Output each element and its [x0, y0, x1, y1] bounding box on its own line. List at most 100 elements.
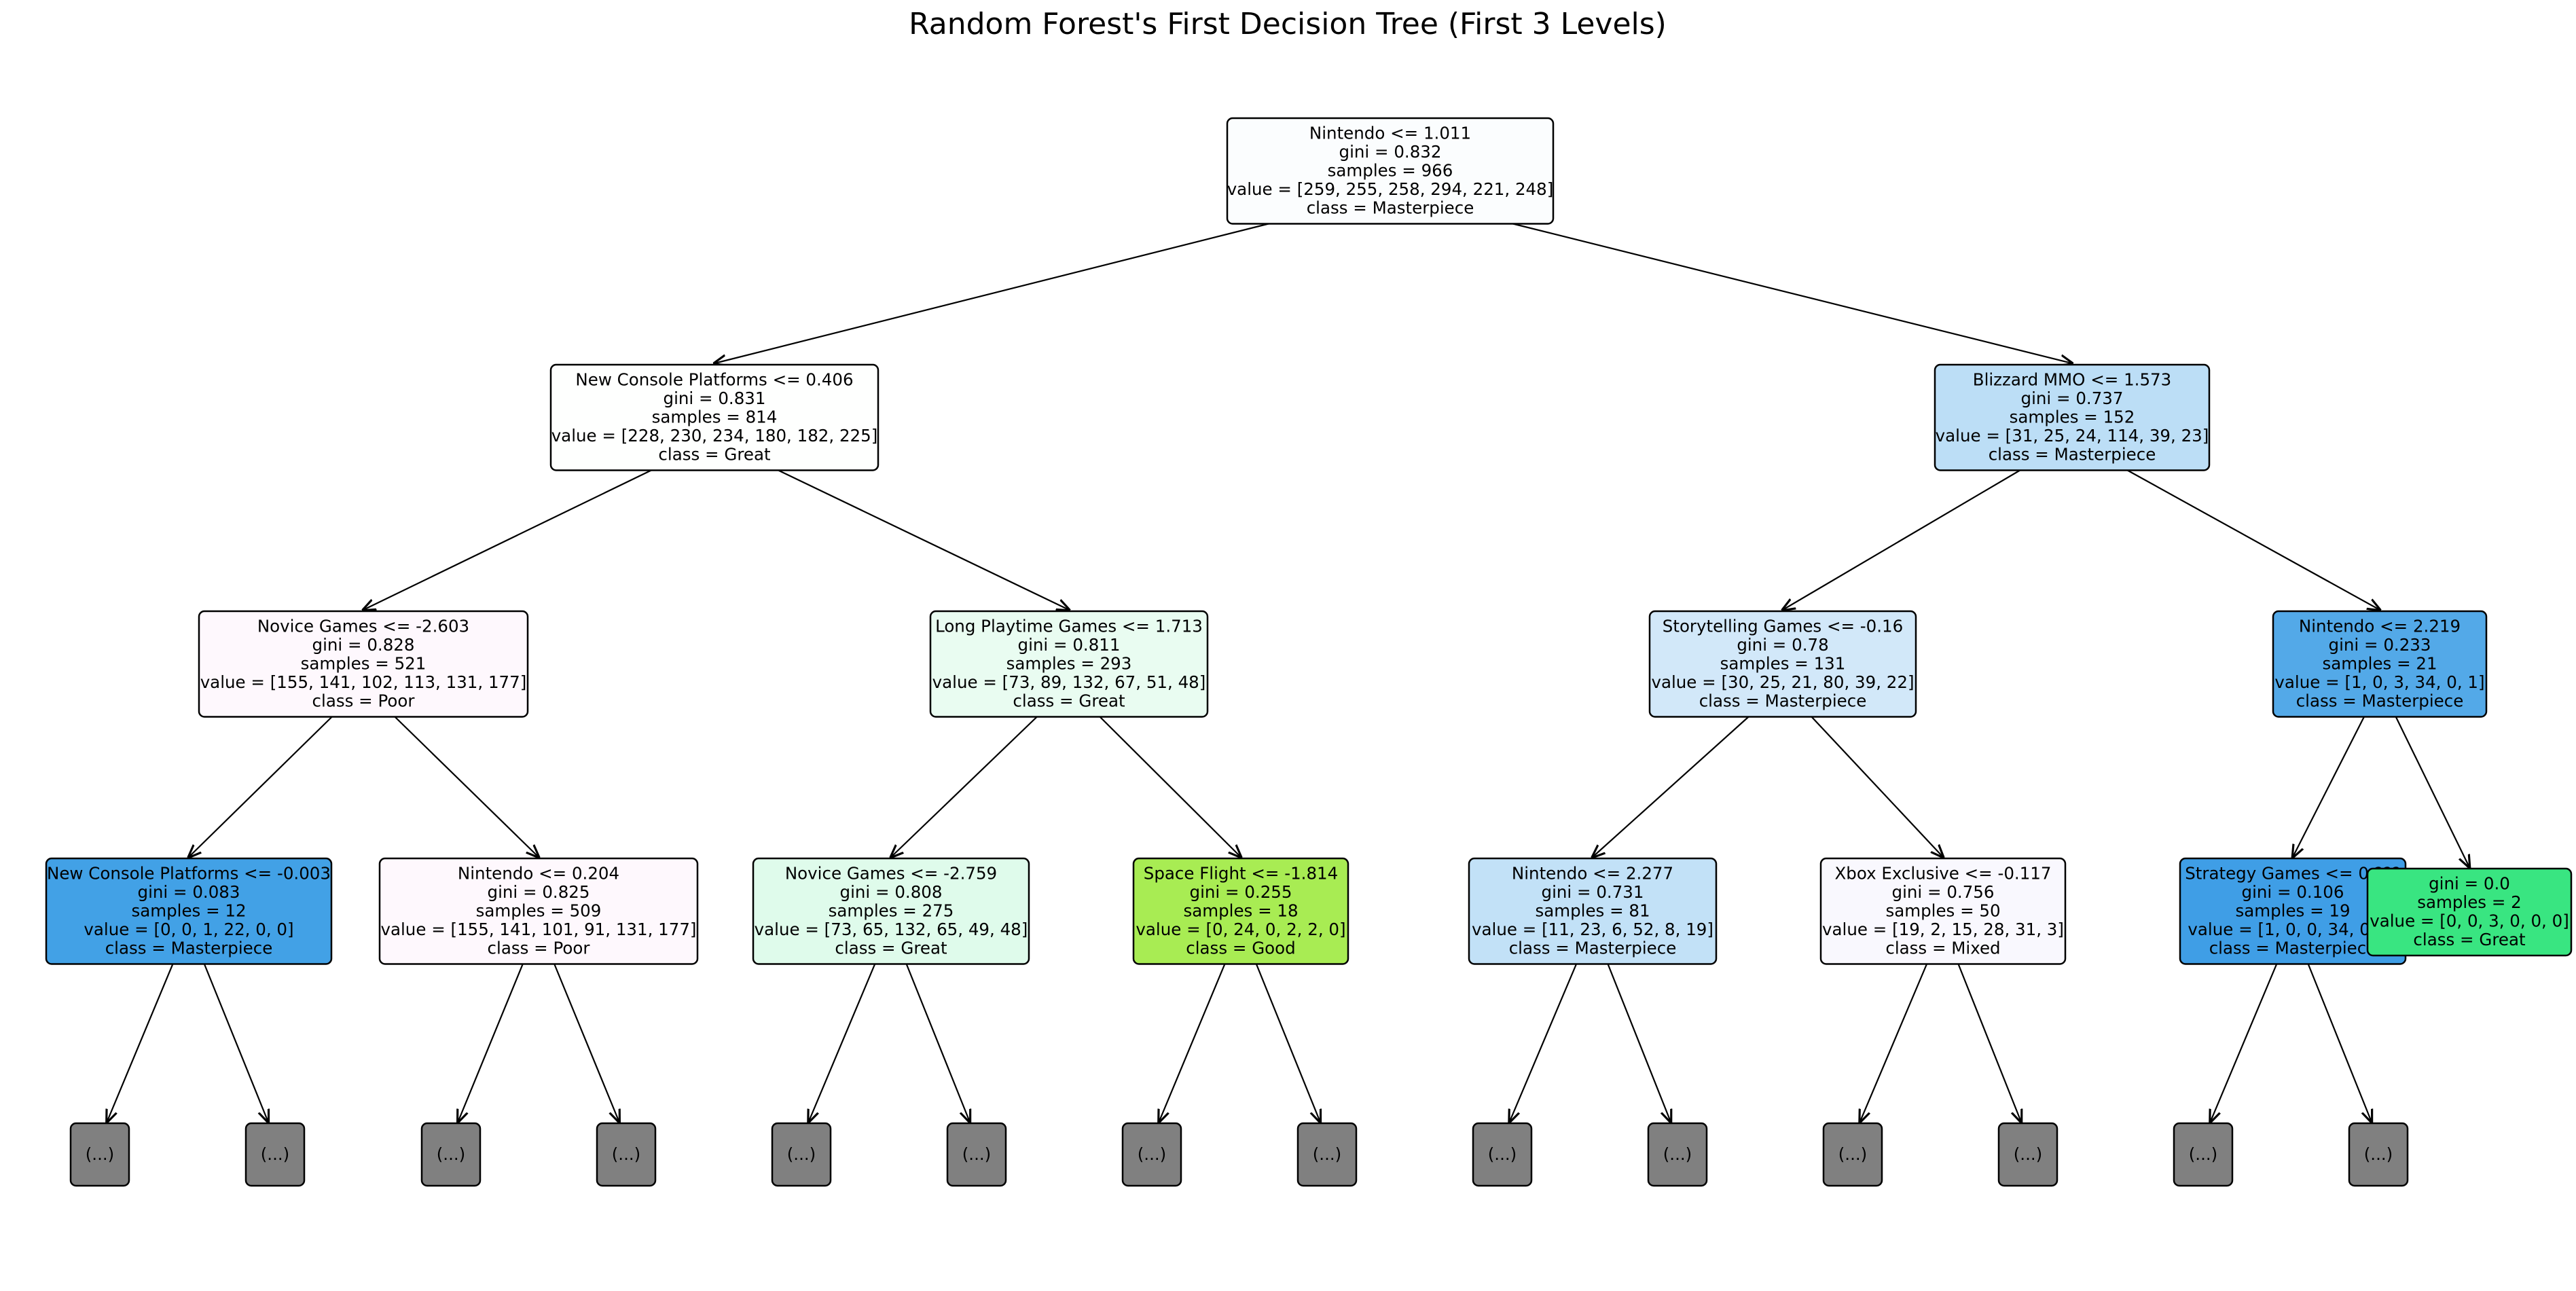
tree-edge — [2127, 469, 2380, 611]
tree-edges — [107, 223, 2469, 1123]
node-box — [929, 610, 1209, 718]
node-line: value = [0, 24, 0, 2, 2, 0] — [1136, 920, 1345, 939]
node-line: class = Great — [658, 445, 771, 465]
node-box — [1226, 117, 1555, 225]
elided-subtree-node: (...) — [1121, 1122, 1182, 1187]
node-line: gini = 0.731 — [1542, 882, 1644, 902]
elided-label: (...) — [1138, 1144, 1166, 1164]
elided-box — [1647, 1122, 1708, 1187]
elided-label: (...) — [1663, 1144, 1692, 1164]
node-line: gini = 0.083 — [138, 882, 240, 902]
node-line: class = Poor — [488, 939, 591, 958]
elided-box — [771, 1122, 832, 1187]
node-line: Nintendo <= 0.204 — [458, 864, 619, 884]
node-line: gini = 0.832 — [1339, 142, 1442, 162]
elided-box — [1997, 1122, 2058, 1187]
elided-label: (...) — [787, 1144, 816, 1164]
node-line: value = [259, 255, 258, 294, 221, 248] — [1227, 179, 1554, 199]
tree-edge — [1593, 716, 1749, 858]
node-line: samples = 152 — [2010, 407, 2135, 427]
elided-subtree-node: (...) — [1472, 1122, 1533, 1187]
tree-edge — [809, 964, 876, 1123]
tree-edge — [1607, 964, 1671, 1123]
elided-box — [1822, 1122, 1883, 1187]
node-line: Long Playtime Games <= 1.713 — [935, 617, 1203, 636]
elided-label: (...) — [86, 1144, 114, 1164]
tree-edge — [905, 964, 970, 1123]
node-line: gini = 0.808 — [840, 882, 943, 902]
node-line: class = Masterpiece — [2296, 691, 2464, 711]
tree-edge — [458, 964, 524, 1123]
tree-edge — [2293, 716, 2365, 858]
node-line: Storytelling Games <= -0.16 — [1663, 617, 1903, 636]
node-line: value = [31, 25, 24, 114, 39, 23] — [1936, 426, 2209, 446]
node-line: samples = 19 — [2235, 901, 2350, 921]
node-line: samples = 21 — [2322, 654, 2437, 674]
node-line: Novice Games <= -2.759 — [785, 864, 997, 884]
tree-edge — [394, 716, 539, 858]
node-line: class = Masterpiece — [1989, 445, 2156, 465]
node-line: value = [228, 230, 234, 180, 182, 225] — [551, 426, 878, 446]
node-line: Blizzard MMO <= 1.573 — [1973, 370, 2171, 390]
tree-edge — [2395, 716, 2469, 868]
node-line: class = Great — [835, 939, 947, 958]
elided-subtree-node: (...) — [771, 1122, 832, 1187]
elided-subtree-node: (...) — [2173, 1122, 2234, 1187]
elided-label: (...) — [2364, 1144, 2393, 1164]
elided-label: (...) — [437, 1144, 465, 1164]
node-box — [378, 857, 699, 965]
node-line: samples = 81 — [1535, 901, 1650, 921]
node-line: class = Masterpiece — [1699, 691, 1867, 711]
node-line: gini = 0.825 — [488, 882, 590, 902]
node-line: samples = 509 — [476, 901, 602, 921]
node-line: Nintendo <= 1.011 — [1309, 124, 1471, 143]
elided-box — [420, 1122, 482, 1187]
node-line: samples = 12 — [131, 901, 246, 921]
elided-subtree-node: (...) — [1647, 1122, 1708, 1187]
node-line: class = Great — [2413, 930, 2526, 949]
node-line: Xbox Exclusive <= -0.117 — [1835, 864, 2052, 884]
elided-box — [596, 1122, 657, 1187]
elided-box — [1472, 1122, 1533, 1187]
tree-edge — [203, 964, 268, 1123]
elided-label: (...) — [2189, 1144, 2217, 1164]
tree-edge — [189, 716, 333, 858]
node-line: gini = 0.737 — [2021, 388, 2124, 408]
node-line: Novice Games <= -2.603 — [257, 617, 469, 636]
tree-edge — [1811, 716, 1943, 858]
tree-edge — [107, 964, 174, 1123]
tree-edge — [554, 964, 619, 1123]
tree-node-n13: Strategy Games <= 0.???gini = 0.106sampl… — [2179, 857, 2407, 965]
elided-subtree-node: (...) — [420, 1122, 482, 1187]
node-box — [198, 610, 529, 718]
node-line: Nintendo <= 2.277 — [1512, 864, 1673, 884]
elided-subtree-node: (...) — [244, 1122, 306, 1187]
elided-label: (...) — [1488, 1144, 1517, 1164]
node-line: gini = 0.78 — [1737, 635, 1828, 655]
node-line: value = [73, 65, 132, 65, 49, 48] — [755, 920, 1028, 939]
tree-edge — [363, 469, 652, 611]
tree-edge — [1255, 964, 1320, 1123]
node-line: class = Mixed — [1885, 939, 2000, 958]
node-line: class = Masterpiece — [1307, 198, 1474, 218]
node-line: samples = 814 — [652, 407, 778, 427]
node-line: samples = 521 — [301, 654, 427, 674]
elided-label: (...) — [962, 1144, 991, 1164]
elided-box — [1296, 1122, 1358, 1187]
tree-edge — [1783, 469, 2020, 611]
node-box — [549, 363, 879, 471]
tree-edge — [2307, 964, 2372, 1123]
tree-edge — [1159, 964, 1226, 1123]
node-line: value = [19, 2, 15, 28, 31, 3] — [1822, 920, 2064, 939]
elided-subtree-node: (...) — [1296, 1122, 1358, 1187]
